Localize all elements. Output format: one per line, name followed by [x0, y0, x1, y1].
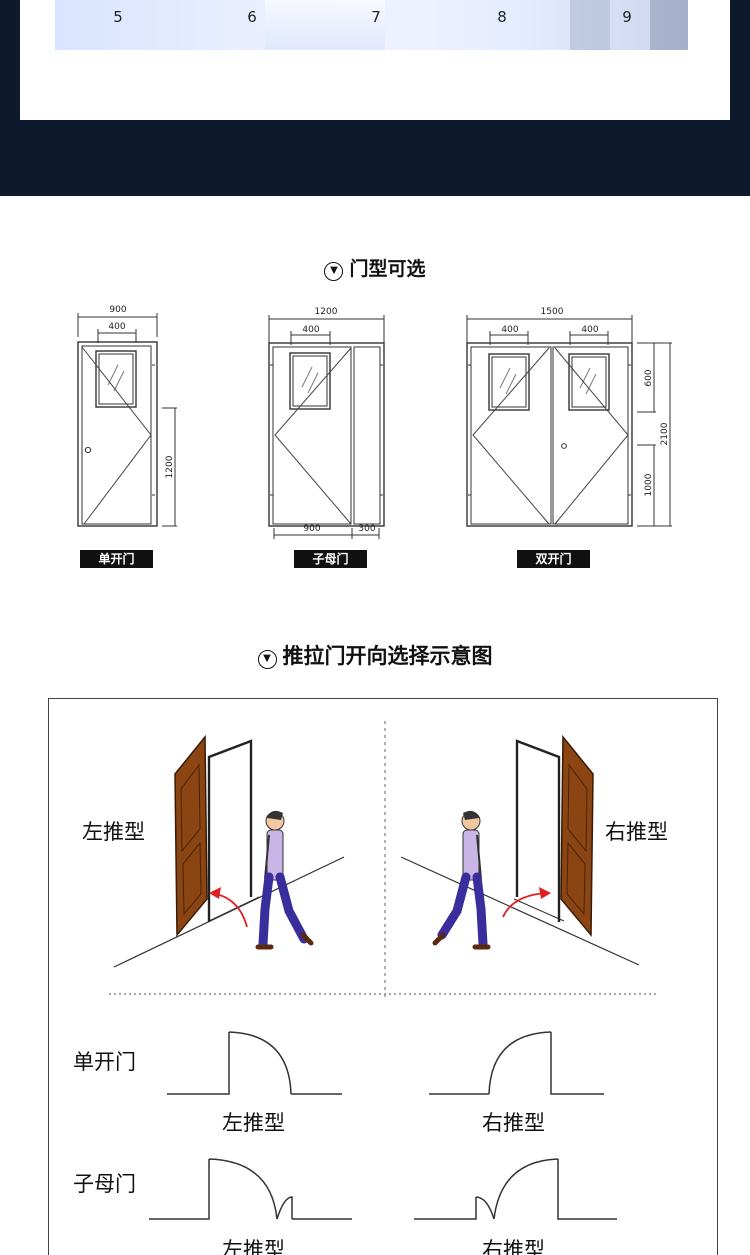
- mc-door-row-label: 子母门: [73, 1172, 136, 1196]
- double-height-top-label: 600: [644, 369, 654, 386]
- single-height-label: 1200: [165, 455, 175, 478]
- door-types-drawing: 900 400 1200 1200 400 900 300 1500 400 4…: [77, 305, 672, 539]
- double-width-label: 1500: [541, 307, 564, 317]
- mc-window-label: 400: [302, 325, 319, 335]
- double-window-left-label: 400: [501, 325, 518, 335]
- person-right: [432, 810, 491, 950]
- mother-child-door-drawing: [268, 315, 385, 539]
- top-banner: 5 6 7 8 9: [0, 0, 750, 196]
- single-door-row-label: 单开门: [73, 1050, 136, 1074]
- chevron-down-circle-icon: ▼: [257, 650, 277, 669]
- thumbnail-number[interactable]: 5: [113, 8, 123, 26]
- double-door-label: 双开门: [517, 550, 590, 568]
- thumbnail-number[interactable]: 9: [622, 8, 632, 26]
- push-direction-title-text: 推拉门开向选择示意图: [282, 644, 493, 668]
- single-door-drawing: [77, 313, 177, 527]
- push-direction-title: ▼ 推拉门开向选择示意图: [0, 640, 750, 670]
- mc-right-plan-symbol: [414, 1158, 617, 1220]
- push-direction-drawing: [109, 721, 659, 1220]
- mother-child-door-label: 子母门: [294, 550, 367, 568]
- double-window-right-label: 400: [581, 325, 598, 335]
- right-push-scene: [400, 734, 640, 966]
- single-window-label: 400: [108, 322, 125, 332]
- double-height-bottom-label: 1000: [644, 473, 654, 496]
- push-direction-diagram: 左推型 右推型 单开门 左推型 右推型 子母门 左推型 右推型: [48, 698, 718, 1255]
- left-push-label: 左推型: [82, 820, 145, 844]
- double-door-drawing: [466, 315, 672, 527]
- thumbnail-strip: 5 6 7 8 9: [55, 0, 688, 50]
- single-width-label: 900: [109, 305, 126, 315]
- single-right-plan-symbol: [429, 1031, 604, 1095]
- thumbnail-number[interactable]: 8: [497, 8, 507, 26]
- single-left-plan-symbol: [167, 1031, 342, 1095]
- mc-main-leaf-label: 900: [303, 524, 320, 534]
- mc-right-push-label: 右推型: [482, 1238, 545, 1255]
- mc-left-plan-symbol: [149, 1158, 352, 1220]
- single-right-push-label: 右推型: [482, 1111, 545, 1135]
- person-left: [255, 810, 314, 950]
- single-door-label: 单开门: [80, 550, 153, 568]
- mc-left-push-label: 左推型: [222, 1238, 285, 1255]
- single-left-push-label: 左推型: [222, 1111, 285, 1135]
- thumbnail-number[interactable]: 6: [247, 8, 257, 26]
- chevron-down-circle-icon: ▼: [324, 262, 344, 281]
- double-height-total-label: 2100: [660, 422, 670, 445]
- right-push-label: 右推型: [605, 820, 668, 844]
- mc-width-label: 1200: [315, 307, 338, 317]
- left-push-scene: [113, 734, 345, 968]
- door-types-title: ▼ 门型可选: [0, 254, 750, 281]
- mc-child-leaf-label: 300: [358, 524, 375, 534]
- door-types-title-text: 门型可选: [349, 258, 426, 280]
- thumbnail-number[interactable]: 7: [371, 8, 381, 26]
